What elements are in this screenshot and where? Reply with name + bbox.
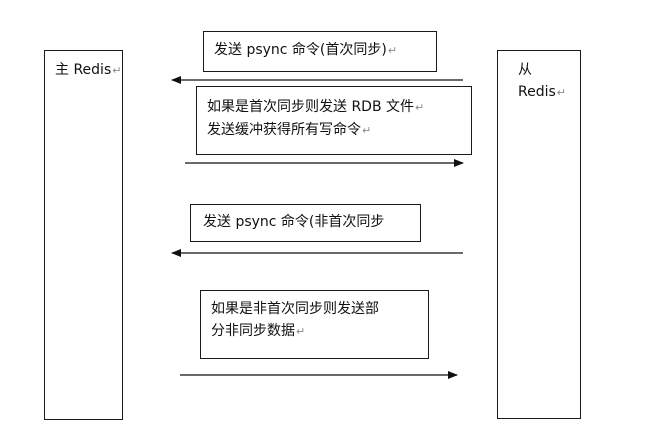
message-text-line: 发送缓冲获得所有写命令↵ xyxy=(207,122,372,138)
master-redis-lifeline: 主 Redis↵ xyxy=(44,50,123,420)
message-text-line: 发送 psync 命令(首次同步)↵ xyxy=(214,42,398,58)
message-psync-first-sync: 发送 psync 命令(首次同步)↵ xyxy=(203,31,437,72)
message-psync-partial-sync: 发送 psync 命令(非首次同步 xyxy=(190,204,421,242)
paragraph-mark: ↵ xyxy=(556,86,567,99)
slave-redis-lifeline: 从 Redis↵ xyxy=(497,50,581,419)
message-text-line: 如果是非首次同步则发送部 xyxy=(211,301,379,317)
message-send-rdb-file: 如果是首次同步则发送 RDB 文件↵ 发送缓冲获得所有写命令↵ xyxy=(196,86,472,155)
slave-redis-label: 从 Redis xyxy=(518,62,556,100)
master-redis-label: 主 Redis xyxy=(55,62,112,78)
message-send-partial-data: 如果是非首次同步则发送部 分非同步数据↵ xyxy=(200,290,429,359)
message-text-line: 发送 psync 命令(非首次同步 xyxy=(203,214,385,230)
message-text-line: 如果是首次同步则发送 RDB 文件↵ xyxy=(207,99,425,115)
message-text-line: 分非同步数据↵ xyxy=(211,323,306,339)
paragraph-mark: ↵ xyxy=(112,64,122,77)
